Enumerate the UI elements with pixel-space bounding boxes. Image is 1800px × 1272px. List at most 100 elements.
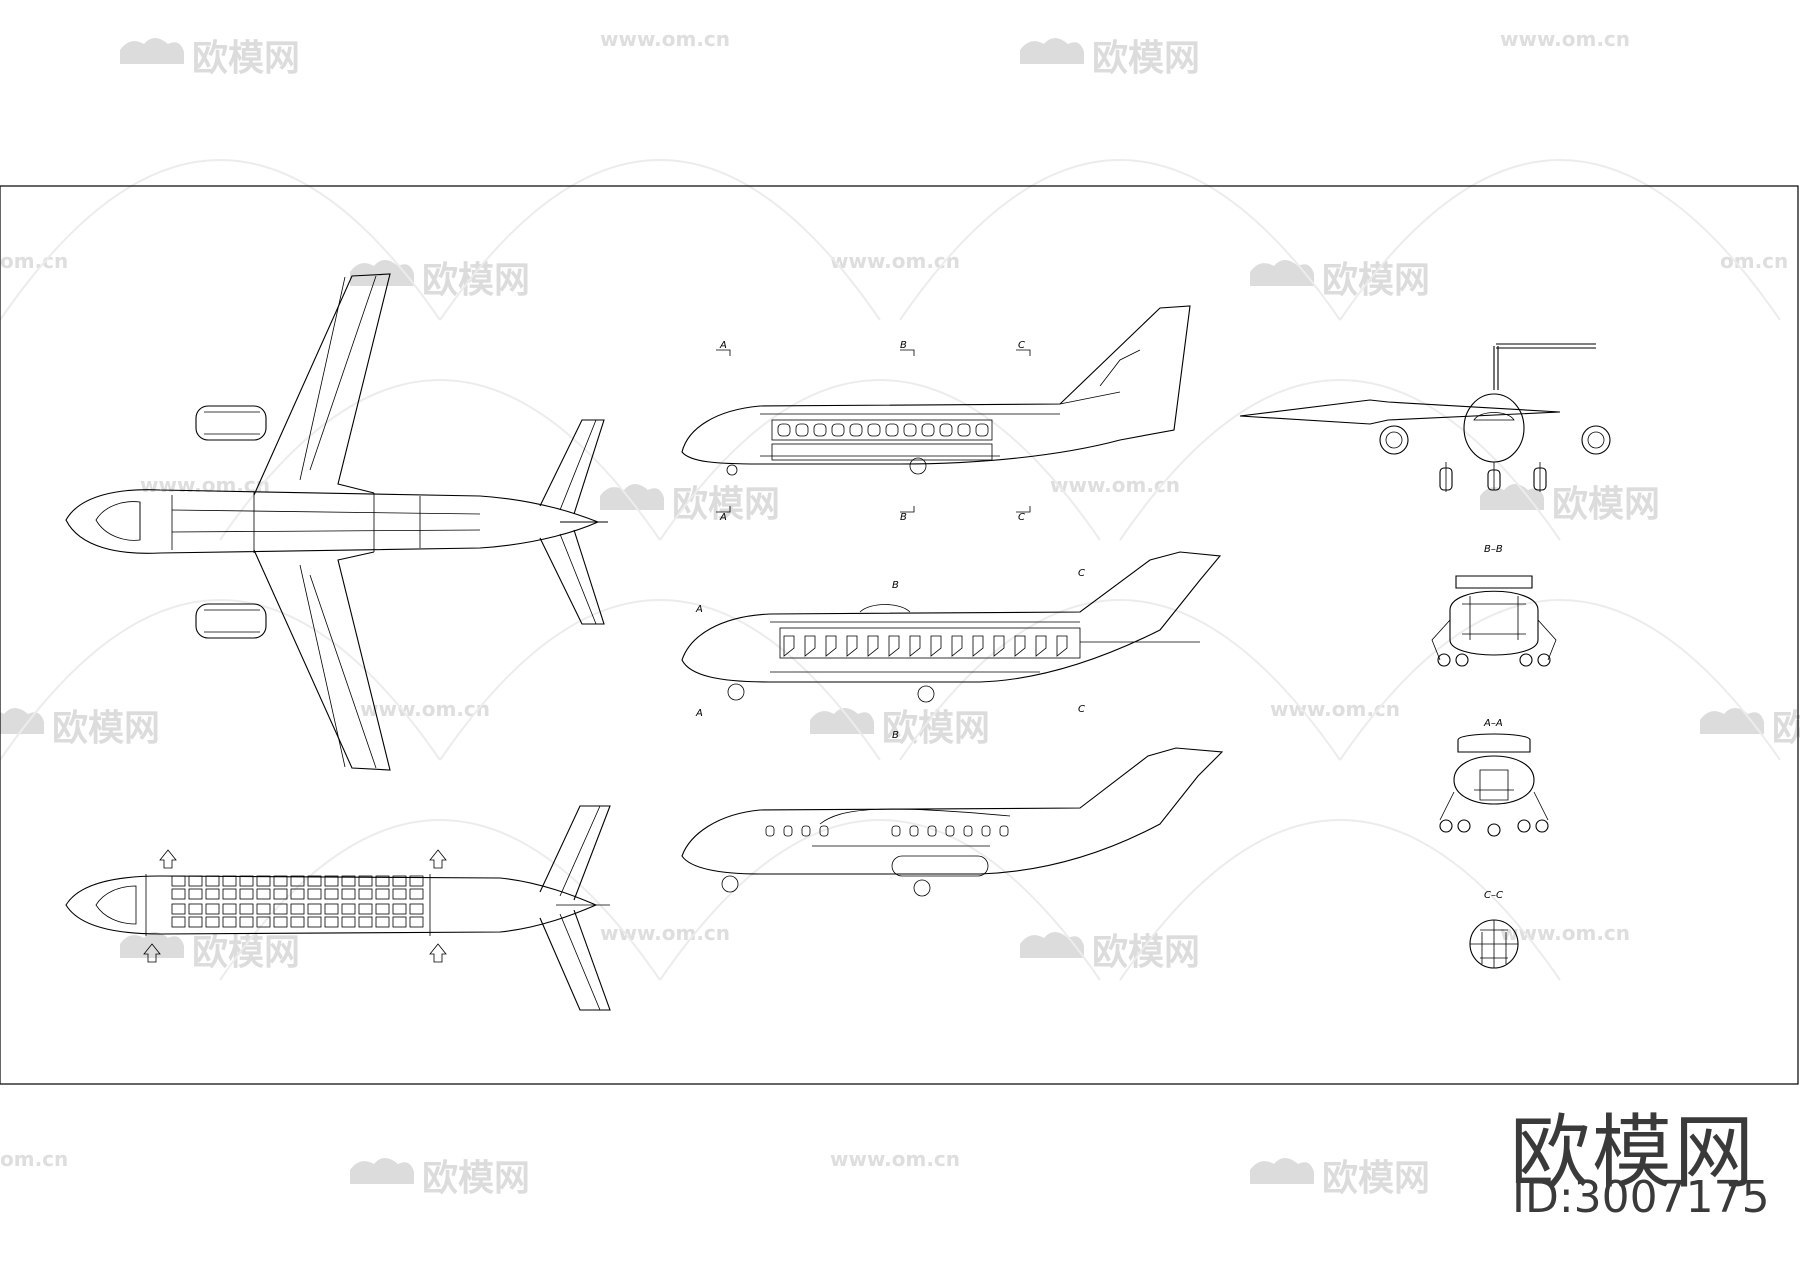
cabin-seat [222, 903, 237, 915]
cabin-seat [358, 903, 373, 915]
cabin-seat [239, 875, 254, 887]
cabin-seat [358, 916, 373, 928]
cabin-seat [375, 888, 390, 900]
watermark-url: www.om.cn [830, 1147, 960, 1171]
fuselage-window [945, 825, 955, 837]
section-bb [1431, 575, 1557, 667]
cabin-seat [188, 888, 203, 900]
side1-seat [957, 423, 971, 437]
side1-seat [939, 423, 953, 437]
cabin-seat [307, 875, 322, 887]
svg-text:欧模网: 欧模网 [882, 708, 990, 749]
section-title-aa: A–A [1483, 718, 1503, 729]
watermark-url: www.om.cn [600, 921, 730, 945]
watermark-url: om.cn [0, 1147, 68, 1171]
watermark-url: www.om.cn [1500, 27, 1630, 51]
side1-seat [813, 423, 827, 437]
side1-seat [777, 423, 791, 437]
side2-seat [909, 635, 921, 657]
watermark-arc [1339, 159, 1781, 321]
cabin-seat [188, 875, 203, 887]
cabin-seat [273, 875, 288, 887]
cabin-seat [307, 903, 322, 915]
cabin-seat [392, 916, 407, 928]
cabin-seat [222, 875, 237, 887]
fuselage-window [765, 825, 775, 837]
section-title-cc: C–C [1484, 890, 1503, 901]
side2-seat [1056, 635, 1068, 657]
cabin-seat [358, 875, 373, 887]
svg-text:欧模网: 欧模网 [52, 708, 160, 749]
side1-seat-row [777, 423, 989, 437]
fuselage-window [891, 825, 901, 837]
fuselage-window [963, 825, 973, 837]
watermark-brand: 欧模网 [600, 484, 780, 525]
watermark-brand: 欧模网 [1250, 260, 1430, 301]
watermark-brand: 欧模网 [810, 708, 990, 749]
section-mark-a-top1: A [719, 340, 727, 351]
cabin-seat [188, 916, 203, 928]
section-mark-c-bot1: C [1018, 512, 1025, 523]
front-view [1239, 343, 1611, 492]
svg-text:欧模网: 欧模网 [1092, 932, 1200, 973]
cabin-seat [324, 888, 339, 900]
cabin-seat [307, 916, 322, 928]
side1-seat [867, 423, 881, 437]
cabin-seat [307, 888, 322, 900]
cabin-seat [171, 903, 186, 915]
side2-seat [951, 635, 963, 657]
svg-text:欧模网: 欧模网 [422, 260, 530, 301]
watermark-arc [899, 599, 1341, 761]
side2-seat [1014, 635, 1026, 657]
cabin-seat [290, 916, 305, 928]
watermark-arc [439, 599, 881, 761]
cabin-seat [171, 875, 186, 887]
cabin-seat [409, 903, 424, 915]
watermark-brand: 欧模网 [350, 260, 530, 301]
side2-seat [930, 635, 942, 657]
svg-text:欧模网: 欧模网 [1552, 484, 1660, 525]
watermark-arc [1339, 599, 1781, 761]
footer-id: ID:3007175 [1512, 1172, 1770, 1223]
side2-seat [1035, 635, 1047, 657]
side1-seat [795, 423, 809, 437]
svg-text:欧模网: 欧模网 [1322, 1158, 1430, 1199]
cabin-seat [188, 903, 203, 915]
watermark-url: www.om.cn [140, 473, 270, 497]
side2-seat [888, 635, 900, 657]
cabin-seat [273, 888, 288, 900]
watermark-brand: 欧模网 [1020, 38, 1200, 79]
watermark-brand: 欧模网 [0, 708, 160, 749]
cabin-seat [239, 916, 254, 928]
watermark-url: om.cn [0, 249, 68, 273]
cabin-seat [205, 903, 220, 915]
cabin-seat [409, 888, 424, 900]
cabin-seat [375, 903, 390, 915]
svg-text:欧模网: 欧模网 [672, 484, 780, 525]
section-cc [1469, 919, 1519, 969]
watermark-arc [1119, 379, 1561, 541]
cabin-seat [256, 875, 271, 887]
cabin-seat [392, 875, 407, 887]
side-exterior-view [681, 747, 1224, 897]
watermark-arc [659, 819, 1101, 981]
side2-seat [846, 635, 858, 657]
watermark-arc [439, 159, 881, 321]
seat-grid [171, 875, 424, 928]
cabin-seat [222, 916, 237, 928]
fuselage-window [927, 825, 937, 837]
cabin-seat [171, 916, 186, 928]
watermark-brand: 欧模网 [120, 38, 300, 79]
top-plan-view [65, 273, 608, 771]
cabin-seat [256, 903, 271, 915]
side2-seat-row [783, 635, 1068, 657]
cabin-seat [409, 916, 424, 928]
side1-seat [975, 423, 989, 437]
side1-seat [849, 423, 863, 437]
svg-text:欧模网: 欧模网 [192, 932, 300, 973]
section-mark-c-bot2: C [1078, 704, 1085, 715]
cabin-seat [358, 888, 373, 900]
cabin-seat [205, 875, 220, 887]
drawing-frame [0, 185, 1799, 1085]
window-row [765, 825, 1009, 837]
